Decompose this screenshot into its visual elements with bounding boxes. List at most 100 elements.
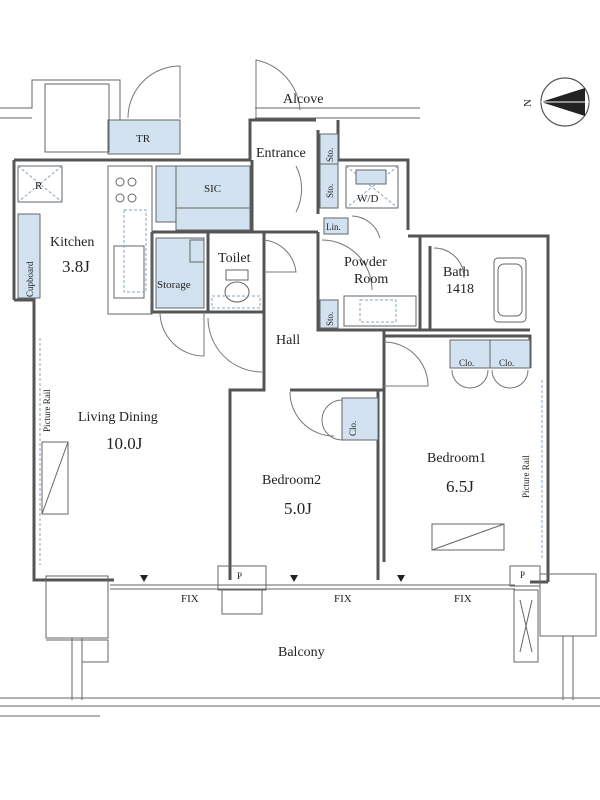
- bedroom2-door: [289, 391, 335, 437]
- kitchen-counter: [107, 165, 153, 315]
- tr-door: [127, 65, 181, 119]
- living-dining-area: Picture Rail: [39, 338, 69, 565]
- toilet-storage-area: Storage: [155, 237, 297, 373]
- bedroom1-label: Bedroom1: [427, 451, 486, 466]
- storage-label: Storage: [157, 279, 191, 291]
- bedroom2-closet: [341, 397, 379, 441]
- balcony-left-rail: [46, 638, 109, 700]
- balcony-label: Balcony: [278, 645, 325, 660]
- bathtub-inner: [497, 263, 523, 317]
- bedroom1-size: 6.5J: [446, 477, 474, 496]
- kitchen-sink: [113, 245, 145, 299]
- bedroom1-window-panel-diagonal: [431, 523, 505, 551]
- balcony-storage-right-x: [519, 599, 533, 653]
- hall-label: Hall: [276, 333, 300, 348]
- toilet-label: Toilet: [218, 251, 251, 266]
- bath-label: Bath: [443, 265, 469, 280]
- entrance-area: Sto. Sto.: [295, 133, 339, 213]
- refrigerator-label: R: [35, 180, 43, 192]
- bedroom1-closet-b-label: Clo.: [499, 358, 514, 368]
- bedroom2-closet-door: [321, 399, 343, 441]
- fix-label-2: FIX: [334, 593, 352, 605]
- compass: N: [522, 77, 590, 127]
- bedroom2-closet-label: Clo.: [348, 421, 358, 436]
- window-line: P P: [110, 565, 541, 615]
- alcove-area: TR: [0, 59, 420, 155]
- laundry-door: [351, 215, 381, 239]
- bathtub: [493, 257, 527, 323]
- window-marker-3-icon: [397, 575, 405, 582]
- washer-dryer-pan: [355, 169, 387, 185]
- entrance-storage-1-label: Sto.: [325, 148, 335, 162]
- refrigerator-diagonal: [17, 165, 63, 203]
- exterior-wall-2: [406, 210, 430, 332]
- balcony-storage-right: [513, 589, 539, 663]
- hall-storage: [319, 299, 339, 329]
- toilet-tank: [225, 269, 249, 281]
- washer-dryer-diagonal: [345, 165, 399, 209]
- balcony-pillar-left: [45, 575, 109, 639]
- vanity: [343, 295, 417, 327]
- balcony-area: [0, 573, 600, 717]
- balcony-pillar-right: [539, 573, 597, 637]
- cupboard: [17, 213, 41, 299]
- pipe-space-2-label: P: [520, 570, 525, 580]
- powder-room-label-2: Room: [354, 272, 388, 287]
- powder-room-area: Sto.: [319, 239, 417, 329]
- storage-door: [159, 311, 205, 357]
- bedroom1-area: Clo. Clo. Picture Rail: [431, 339, 543, 560]
- kitchen-counter-top: [123, 209, 147, 293]
- living-dining-label: Living Dining: [78, 410, 158, 425]
- balcony-right-rail: [562, 636, 574, 700]
- living-dining-size: 10.0J: [106, 434, 143, 453]
- compass-north-label: N: [522, 99, 534, 107]
- bedroom2-size: 5.0J: [284, 499, 312, 518]
- stove-icon: [115, 177, 137, 203]
- hall-area: [289, 341, 429, 437]
- bedroom1-window-panel: [431, 523, 505, 551]
- laundry-area: W/D Lin.: [323, 165, 399, 239]
- bathroom-walls: [428, 246, 530, 332]
- entrance-wall: [250, 160, 318, 234]
- hall-door: [383, 341, 429, 387]
- washer-dryer: [345, 165, 399, 209]
- window-marker-1-icon: [140, 575, 148, 582]
- kitchen-size: 3.8J: [62, 257, 90, 276]
- linen-closet-label: Lin.: [326, 222, 341, 232]
- toilet-sink: [189, 239, 205, 263]
- trunk-room-label: TR: [136, 133, 151, 145]
- entrance-door: [295, 165, 303, 213]
- linen-closet: [323, 217, 349, 235]
- picture-rail-right-label: Picture Rail: [521, 455, 531, 498]
- alcove-label: Alcove: [283, 92, 323, 107]
- entrance-label: Entrance: [256, 146, 306, 161]
- window-marker-2-icon: [290, 575, 298, 582]
- bath-area: [433, 247, 527, 323]
- exterior-wall: [12, 118, 550, 584]
- alcove-line: [255, 107, 420, 119]
- outer-top-line: [0, 79, 121, 120]
- cupboard-label: Cupboard: [25, 261, 35, 297]
- living-window-panel: [41, 441, 69, 515]
- kitchen-label: Kitchen: [50, 235, 94, 250]
- fix-label-3: FIX: [454, 593, 472, 605]
- washer-dryer-label: W/D: [357, 193, 378, 205]
- powder-room-walls: [316, 232, 420, 390]
- fix-label-1: FIX: [181, 593, 199, 605]
- entrance-storage-2-label: Sto.: [325, 184, 335, 198]
- living-window-panel-diagonal: [41, 441, 69, 515]
- pipe-space-1-box: [221, 589, 263, 615]
- powder-room-label-1: Powder: [344, 255, 387, 270]
- bath-size: 1418: [446, 282, 474, 297]
- vanity-basin: [359, 299, 397, 323]
- sic-shelf-lower: [175, 207, 251, 231]
- bedroom1-closet-b: [489, 339, 531, 369]
- bedroom2-area: Clo.: [321, 397, 379, 441]
- sic-area: SIC: [155, 165, 251, 231]
- refrigerator: [17, 165, 63, 203]
- bedroom1-closet-doors: [451, 369, 529, 389]
- powder-room-door: [321, 239, 373, 291]
- sic-shelf-left: [155, 165, 177, 223]
- trunk-room: [107, 119, 181, 155]
- alcove-door: [255, 59, 301, 120]
